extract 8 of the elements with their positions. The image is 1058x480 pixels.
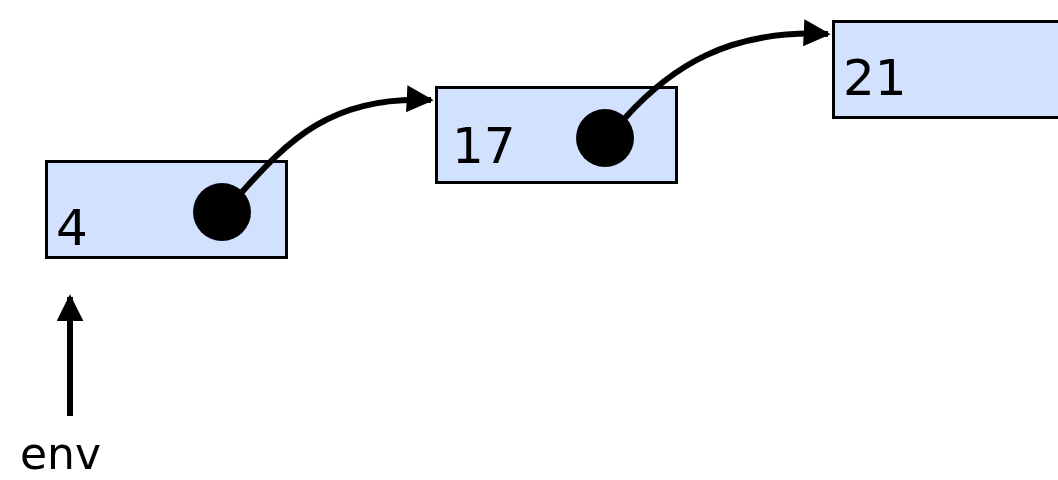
list-node-box <box>832 20 1058 119</box>
node-value: 4 <box>56 203 88 253</box>
arrow <box>622 20 831 121</box>
arrow <box>239 86 434 194</box>
node-value: 21 <box>843 53 907 103</box>
variable-label: env <box>20 432 101 476</box>
arrow <box>56 294 84 416</box>
node-value: 17 <box>452 121 516 171</box>
